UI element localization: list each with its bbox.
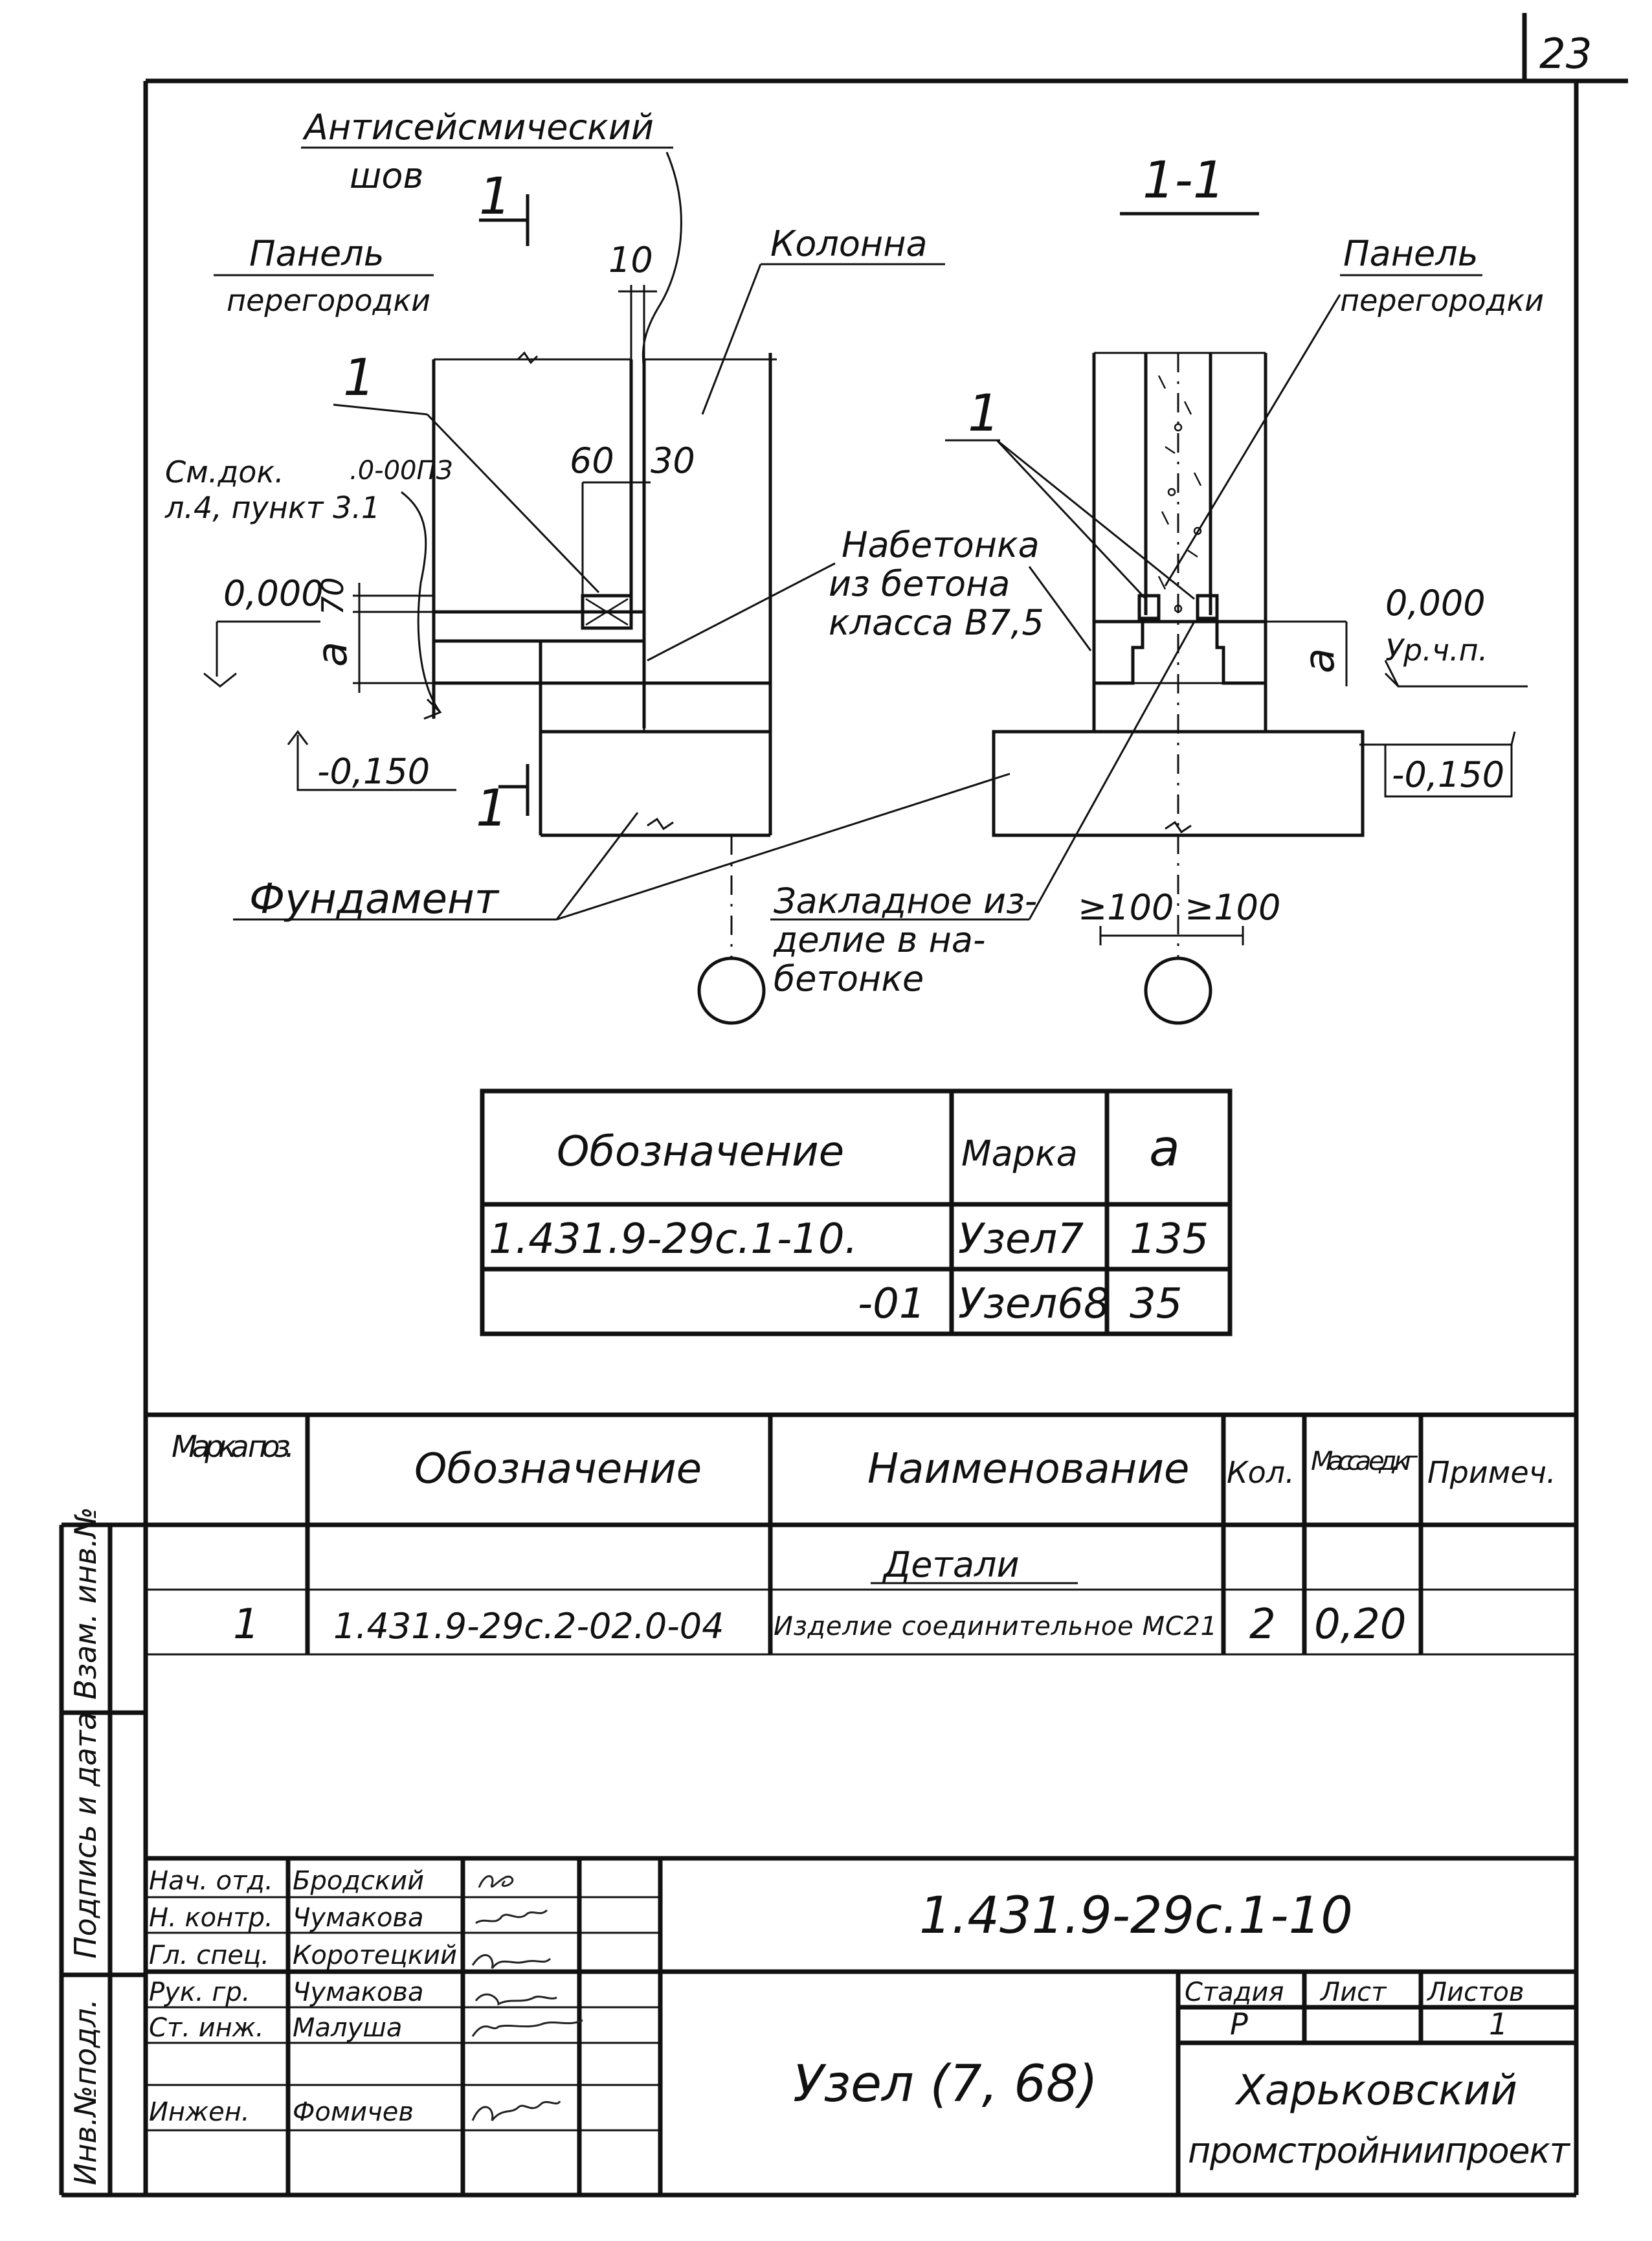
variants-row-2-mark: Узел68 bbox=[958, 1280, 1110, 1328]
side-stamp-column: Взам. инв.№ Подпись и дата Инв.№подл. bbox=[59, 1507, 146, 2195]
organization-line-2: промстройниипроект bbox=[1188, 2130, 1571, 2171]
variants-row-1-a: 135 bbox=[1130, 1215, 1209, 1263]
spec-row-1-mass: 0,20 bbox=[1314, 1601, 1407, 1649]
right-level-caption: Ур.ч.п. bbox=[1385, 633, 1488, 668]
tb-name-1: Бродский bbox=[293, 1866, 424, 1896]
sheet-number-box: 23 bbox=[1522, 13, 1628, 84]
tb-role-3: Гл. спец. bbox=[149, 1941, 269, 1970]
variants-header-mark: Марка bbox=[961, 1133, 1078, 1174]
embedded-label-2: делие в на- bbox=[773, 919, 985, 960]
spec-header-note: Примеч. bbox=[1427, 1455, 1556, 1490]
tb-name-5: Малуша bbox=[293, 2013, 402, 2043]
variants-header-designation: Обозначение bbox=[557, 1128, 844, 1176]
gap-dim: 10 bbox=[608, 240, 653, 280]
dim-100-right: ≥100 bbox=[1185, 887, 1280, 928]
tb-role-2: Н. контр. bbox=[149, 1903, 273, 1933]
tb-name-4: Чумакова bbox=[293, 1977, 424, 2007]
drawing-title: Узел (7, 68) bbox=[793, 2055, 1098, 2113]
left-callout: 1 bbox=[343, 349, 375, 407]
left-level-zero: 0,000 bbox=[223, 573, 324, 614]
sheet-number: 23 bbox=[1539, 30, 1592, 78]
axis-marker-right bbox=[1144, 956, 1212, 1025]
dim-30: 30 bbox=[651, 440, 695, 481]
section-mark-bottom: 1 bbox=[476, 780, 508, 838]
tb-name-7: Фомичев bbox=[293, 2097, 414, 2127]
variants-row-1-mark: Узел7 bbox=[958, 1215, 1084, 1263]
dim-100-left: ≥100 bbox=[1078, 887, 1174, 928]
right-panel-label: Панель bbox=[1343, 233, 1479, 274]
variants-row-2-designation: -01 bbox=[858, 1280, 926, 1328]
seismic-joint-label: Антисейсмический bbox=[302, 107, 654, 148]
spec-header-pos: Марка поз. bbox=[172, 1429, 295, 1464]
drawing-frame bbox=[61, 78, 1579, 2198]
variants-table bbox=[480, 1088, 1233, 1336]
stage-value: Р bbox=[1230, 2007, 1248, 2042]
axis-marker-left bbox=[697, 956, 766, 1025]
signatures bbox=[471, 1875, 583, 2121]
spec-section-details: Детали bbox=[882, 1544, 1020, 1585]
tb-role-7: Инжен. bbox=[149, 2097, 250, 2127]
dim-a-right: a bbox=[1296, 648, 1344, 673]
organization-line-1: Харьковский bbox=[1234, 2067, 1517, 2115]
dim-60: 60 bbox=[570, 440, 614, 481]
right-panel-label-2: перегородки bbox=[1340, 283, 1544, 318]
sheet-label: Лист bbox=[1319, 1977, 1387, 2007]
dim-a-left: a bbox=[309, 642, 357, 667]
sheets-value: 1 bbox=[1489, 2007, 1508, 2042]
embedded-label: Закладное из- bbox=[774, 881, 1037, 921]
embedded-label-3: бетонке bbox=[774, 958, 924, 999]
title-block bbox=[146, 1856, 1576, 2195]
spec-row-1-designation: 1.431.9-29с.2-02.0-04 bbox=[333, 1606, 724, 1647]
tb-name-3: Коротецкий bbox=[293, 1941, 457, 1970]
left-panel-label: Панель bbox=[249, 233, 385, 274]
stage-label: Стадия bbox=[1185, 1977, 1284, 2007]
tb-role-1: Нач. отд. bbox=[149, 1866, 273, 1896]
spec-header-mass: Масса ед,кг bbox=[1311, 1447, 1418, 1476]
left-level-minus: -0,150 bbox=[317, 751, 430, 792]
document-code: 1.431.9-29с.1-10 bbox=[919, 1887, 1353, 1945]
section-title: 1-1 bbox=[1143, 152, 1225, 210]
concrete-label: Набетонка bbox=[842, 524, 1040, 565]
spec-header-name: Наименование bbox=[867, 1445, 1189, 1493]
variants-row-2-a: 35 bbox=[1130, 1280, 1182, 1328]
variants-header-a: a bbox=[1149, 1120, 1180, 1178]
spec-row-1-name: Изделие соединительное МС21 bbox=[774, 1612, 1217, 1641]
right-level-minus: -0,150 bbox=[1392, 754, 1504, 795]
stamp-replacement-inv: Взам. инв.№ bbox=[68, 1507, 103, 1700]
stamp-original-inv: Инв.№подл. bbox=[68, 1999, 103, 2185]
foundation-label: Фундамент bbox=[249, 875, 500, 923]
tb-name-2: Чумакова bbox=[293, 1903, 424, 1933]
concrete-label-2: из бетона bbox=[829, 563, 1010, 604]
column-label: Колонна bbox=[770, 223, 928, 264]
tb-role-4: Рук. гр. bbox=[149, 1977, 251, 2007]
tb-role-5: Ст. инж. bbox=[149, 2013, 264, 2043]
spec-row-1-pos: 1 bbox=[233, 1601, 260, 1649]
spec-header-qty: Кол. bbox=[1227, 1455, 1295, 1490]
spec-table bbox=[146, 1412, 1576, 1656]
sheets-label: Листов bbox=[1426, 1977, 1524, 2007]
seismic-joint-label-2: шов bbox=[350, 155, 423, 196]
spec-row-1-qty: 2 bbox=[1249, 1601, 1276, 1649]
variants-row-1-designation: 1.431.9-29с.1-10. bbox=[489, 1215, 858, 1263]
dim-70: 70 bbox=[315, 577, 350, 615]
right-level-zero: 0,000 bbox=[1385, 583, 1486, 624]
reference-doc: См.док. bbox=[165, 455, 284, 490]
spec-header-designation: Обозначение bbox=[414, 1445, 702, 1493]
reference-doc-code: .0-00ПЗ bbox=[350, 456, 452, 486]
right-callout: 1 bbox=[968, 385, 1000, 443]
stamp-signature-date: Подпись и дата bbox=[68, 1712, 103, 1959]
reference-page: л.4, пункт 3.1 bbox=[164, 490, 380, 525]
left-panel-label-2: перегородки bbox=[227, 283, 430, 318]
section-mark-top: 1 bbox=[479, 168, 511, 226]
concrete-label-3: класса В7,5 bbox=[829, 602, 1044, 643]
section-detail-right bbox=[992, 294, 1528, 958]
